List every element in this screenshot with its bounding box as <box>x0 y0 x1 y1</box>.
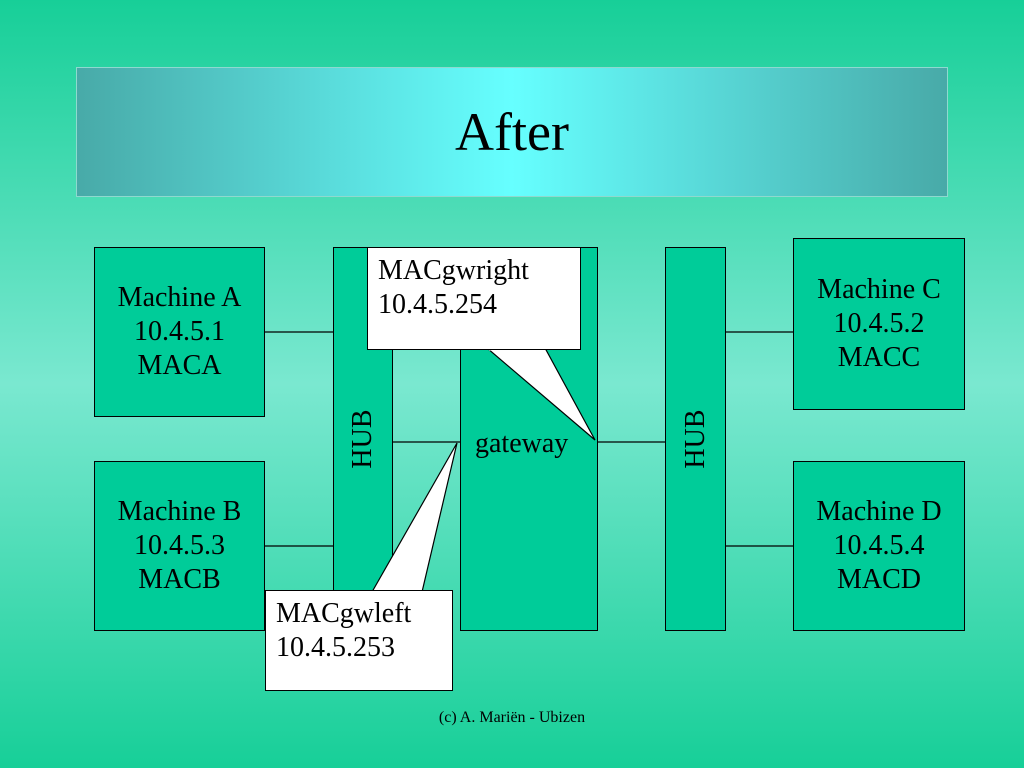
machine-c-box: Machine C 10.4.5.2 MACC <box>793 238 965 410</box>
machine-b-name: Machine B <box>117 496 242 527</box>
right-hub: HUB <box>665 247 726 631</box>
gateway-left-mac: MACgwleft <box>276 598 412 629</box>
machine-a-ip: 10.4.5.1 <box>134 316 225 347</box>
machine-c-name: Machine C <box>817 274 941 305</box>
machine-b-box: Machine B 10.4.5.3 MACB <box>94 461 265 631</box>
right-callout-pointer <box>485 347 596 441</box>
gateway-left-ip: 10.4.5.253 <box>276 632 395 663</box>
gateway-right-callout: MACgwright 10.4.5.254 <box>367 247 581 350</box>
gateway-left-callout: MACgwleft 10.4.5.253 <box>265 590 453 691</box>
machine-d-name: Machine D <box>816 496 942 527</box>
slide-title: After <box>455 102 569 162</box>
machine-c-mac: MACC <box>837 342 921 373</box>
left-callout-pointer <box>370 442 458 593</box>
machine-a-mac: MACA <box>137 350 222 381</box>
gateway-right-mac: MACgwright <box>378 255 529 286</box>
machine-a-box: Machine A 10.4.5.1 MACA <box>94 247 265 417</box>
machine-a-name: Machine A <box>117 282 242 313</box>
title-banner: After <box>76 67 948 197</box>
machine-d-box: Machine D 10.4.5.4 MACD <box>793 461 965 631</box>
machine-c-ip: 10.4.5.2 <box>833 308 925 339</box>
machine-b-ip: 10.4.5.3 <box>134 530 225 561</box>
machine-b-mac: MACB <box>138 564 221 595</box>
machine-d-mac: MACD <box>836 564 921 595</box>
gateway-right-ip: 10.4.5.254 <box>378 289 497 320</box>
footer-credit: (c) A. Mariën - Ubizen <box>438 709 586 726</box>
gateway-label: gateway <box>475 428 569 459</box>
machine-d-ip: 10.4.5.4 <box>833 530 925 561</box>
